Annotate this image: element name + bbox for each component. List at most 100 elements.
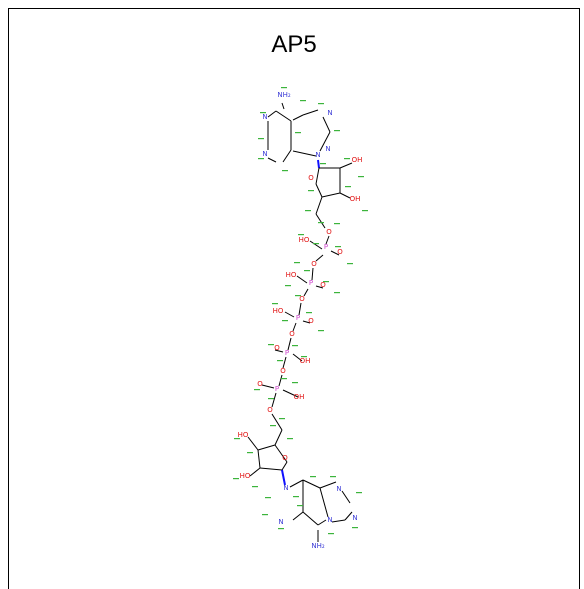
bond [315, 183, 323, 198]
hydrogen-marker [313, 243, 319, 245]
hydrogen-marker [277, 360, 283, 362]
bond [319, 131, 331, 152]
bond [315, 196, 323, 215]
hydrogen-marker [270, 425, 276, 427]
bond [292, 511, 304, 521]
hydrogen-marker [330, 476, 336, 478]
atom-label-adenine-ring: N [283, 484, 288, 492]
bond [282, 389, 299, 398]
bond [319, 481, 337, 489]
hydrogen-marker [252, 486, 258, 488]
hydrogen-marker [281, 87, 287, 89]
hydrogen-marker [298, 234, 304, 236]
bond [267, 110, 277, 118]
hydrogen-marker [300, 100, 306, 102]
hydrogen-marker [293, 496, 299, 498]
atom-label-bridge: O [299, 295, 305, 303]
atom-label-ribose-hydroxyl: HO [238, 431, 249, 439]
hydrogen-marker [258, 138, 264, 140]
atom-label-phosphate-hydroxyl: OH [300, 357, 311, 365]
hydrogen-marker [285, 285, 291, 287]
bond [271, 413, 283, 431]
atom-label-ribose-ring: O [308, 174, 314, 182]
hydrogen-marker [297, 505, 303, 507]
hydrogen-marker [301, 356, 307, 358]
atom-label-ester: O [267, 406, 273, 414]
atom-label-bridge: O [289, 330, 295, 338]
atom-label-adenine-ring: N [336, 485, 341, 493]
hydrogen-marker [294, 262, 300, 264]
bond [271, 392, 277, 408]
bond [292, 353, 303, 362]
atom-label-phosphate-hydroxyl: HO [273, 307, 284, 315]
hydrogen-marker [356, 492, 362, 494]
hydrogen-marker [362, 210, 368, 212]
bond [344, 511, 353, 521]
bond [282, 356, 287, 369]
bond [292, 150, 317, 157]
hydrogen-marker [278, 528, 284, 530]
bond [321, 192, 341, 198]
hydrogen-marker [334, 130, 340, 132]
atom-label-phosphate: P [296, 314, 300, 322]
atom-label-phosphate-hydroxyl: HO [286, 271, 297, 279]
bond [292, 114, 304, 121]
hydrogen-marker [282, 320, 288, 322]
hydrogen-marker [334, 223, 340, 225]
atom-label-bridge: O [280, 367, 286, 375]
hydrogen-marker [308, 190, 314, 192]
bond [249, 467, 261, 477]
molecule-title: AP5 [271, 31, 317, 58]
atom-label-phosphate: P [309, 279, 313, 287]
bond [274, 349, 284, 353]
hydrogen-marker [318, 222, 324, 224]
atom-label-phosphate: P [275, 385, 279, 393]
atom-label-adenine-ring: N [352, 514, 357, 522]
bond [284, 311, 295, 318]
atom-label-phosphate-oxo: O [320, 281, 326, 289]
hydrogen-marker [352, 527, 358, 529]
atom-label-phosphate-hydroxyl: HO [299, 236, 310, 244]
hydrogen-marker [268, 398, 274, 400]
bond [325, 235, 330, 245]
bond [282, 149, 292, 163]
atom-label-phosphate-oxo: O [257, 380, 263, 388]
hydrogen-marker [292, 382, 298, 384]
bond [317, 159, 320, 169]
bond [315, 213, 326, 229]
atom-label-ester: O [326, 228, 332, 236]
hydrogen-marker [234, 438, 240, 440]
atom-label-adenine-ring: N [262, 150, 267, 158]
atom-label-phosphate: P [324, 243, 328, 251]
atom-label-adenine-ring: N [327, 516, 332, 524]
hydrogen-marker [292, 345, 298, 347]
atom-label-ribose-hydroxyl: HO [240, 472, 251, 480]
hydrogen-marker [265, 497, 271, 499]
hydrogen-marker [254, 389, 260, 391]
hydrogen-marker [247, 452, 253, 454]
bond [302, 479, 321, 489]
hydrogen-marker [282, 170, 288, 172]
atom-label-ribose-hydroxyl: OH [352, 156, 363, 164]
hydrogen-marker [318, 103, 324, 105]
atom-label-phosphate-oxo: O [274, 344, 280, 352]
bond [287, 337, 292, 351]
hydrogen-marker [318, 330, 324, 332]
bond [302, 109, 319, 116]
bond [274, 429, 283, 446]
hydrogen-marker [344, 158, 350, 160]
atom-label-phosphate: P [285, 349, 289, 357]
atom-label-adenine-ring: N [262, 113, 267, 121]
atom-label-adenine-ring: N [278, 518, 283, 526]
hydrogen-marker [295, 295, 301, 297]
hydrogen-marker [295, 132, 301, 134]
bond [289, 479, 304, 488]
bond [303, 288, 309, 297]
bond [261, 384, 275, 389]
hydrogen-marker [281, 378, 287, 380]
bond [257, 449, 261, 469]
hydrogen-marker [345, 186, 351, 188]
bond [315, 167, 320, 185]
bond [309, 240, 323, 250]
